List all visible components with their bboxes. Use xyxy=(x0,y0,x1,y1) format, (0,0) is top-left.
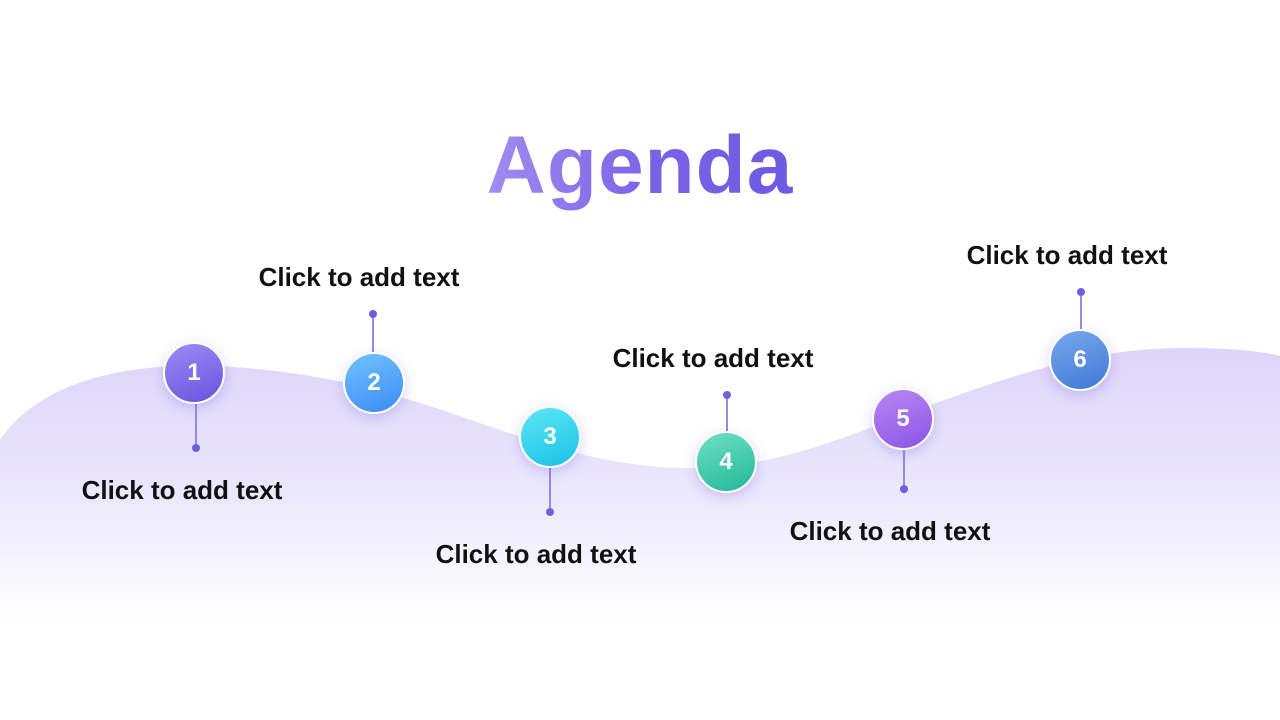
step-number: 4 xyxy=(719,448,733,475)
connector-line-1 xyxy=(195,404,197,444)
step-label-3[interactable]: Click to add text xyxy=(435,539,637,569)
connector-line-6 xyxy=(1080,296,1082,330)
connector-dot-5 xyxy=(900,485,908,493)
step-label-6[interactable]: Click to add text xyxy=(966,240,1168,270)
step-number: 2 xyxy=(367,369,381,396)
step-circle-2[interactable]: 2 xyxy=(343,352,405,414)
step-label-4[interactable]: Click to add text xyxy=(612,343,814,373)
step-circle-4[interactable]: 4 xyxy=(695,431,757,493)
step-number: 1 xyxy=(187,359,201,386)
connector-dot-6 xyxy=(1077,288,1085,296)
step-number: 6 xyxy=(1073,346,1087,373)
step-circle-5[interactable]: 5 xyxy=(872,388,934,450)
step-label-2[interactable]: Click to add text xyxy=(258,262,460,292)
step-number: 5 xyxy=(896,405,910,432)
step-circle-6[interactable]: 6 xyxy=(1049,329,1111,391)
connector-line-5 xyxy=(903,450,905,486)
connector-line-2 xyxy=(372,318,374,352)
step-label-1[interactable]: Click to add text xyxy=(81,475,283,505)
step-circle-3[interactable]: 3 xyxy=(519,406,581,468)
connector-dot-3 xyxy=(546,508,554,516)
page-title: Agenda xyxy=(486,120,794,211)
step-circle-1[interactable]: 1 xyxy=(163,342,225,404)
connector-dot-4 xyxy=(723,391,731,399)
step-number: 3 xyxy=(543,423,557,450)
connector-dot-2 xyxy=(369,310,377,318)
connector-line-3 xyxy=(549,468,551,508)
connector-line-4 xyxy=(726,399,728,431)
step-label-5[interactable]: Click to add text xyxy=(789,516,991,546)
connector-dot-1 xyxy=(192,444,200,452)
